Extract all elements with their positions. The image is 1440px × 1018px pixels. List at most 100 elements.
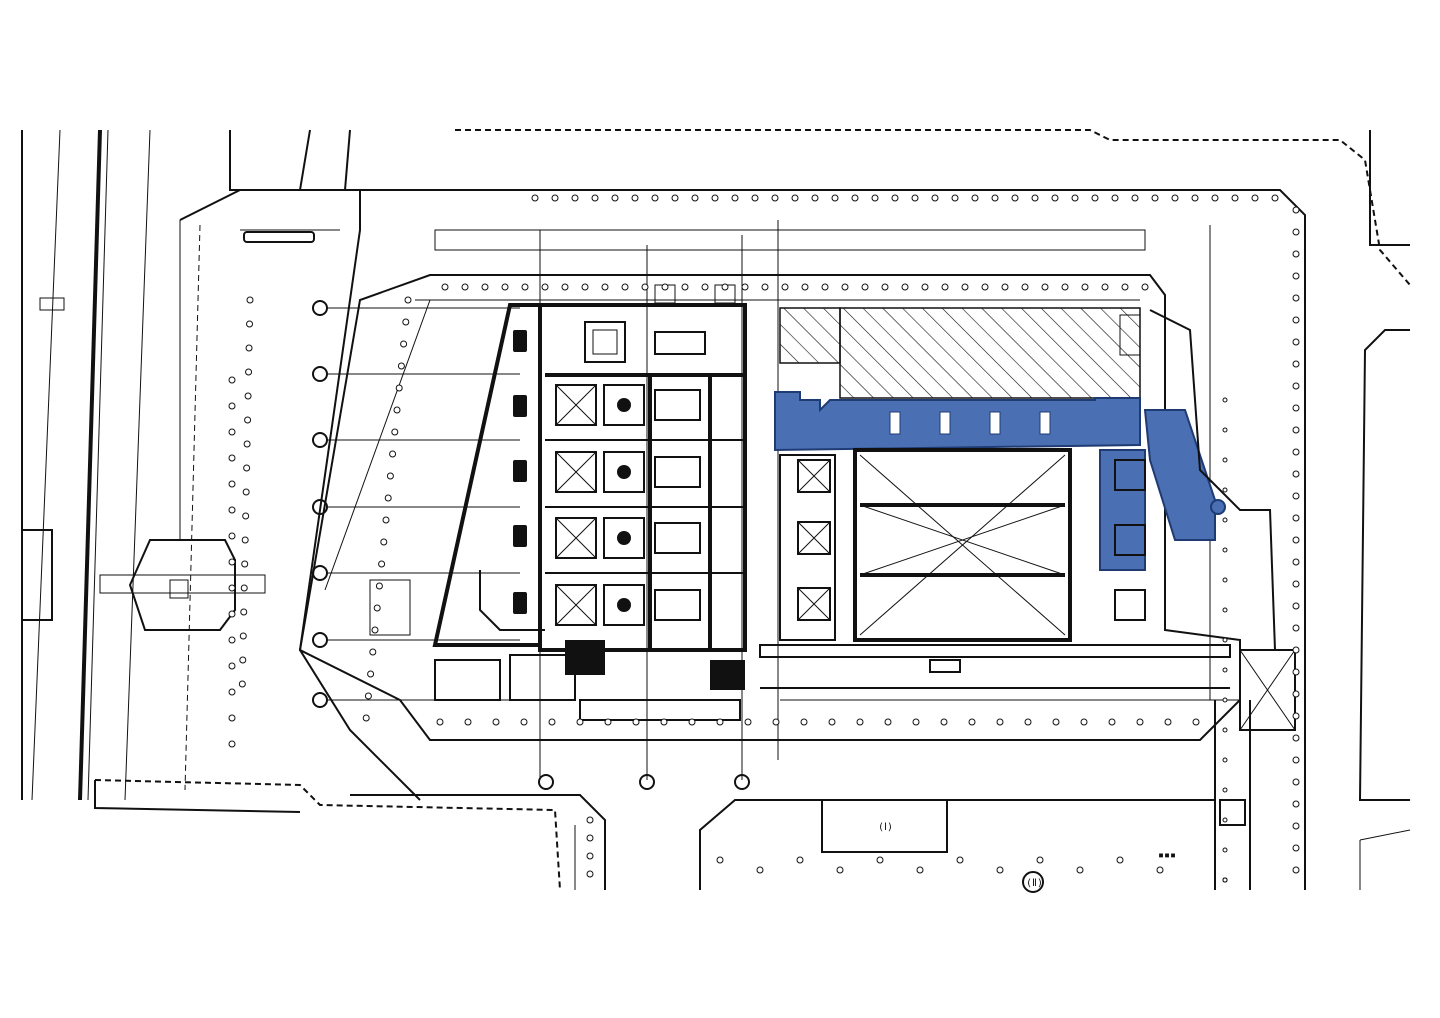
tree-symbol-icon — [941, 283, 949, 291]
tree-symbol-icon — [912, 718, 920, 726]
tree-symbol-icon — [1292, 536, 1300, 544]
tree-symbol-icon — [811, 194, 819, 202]
grid-bubble-icon — [312, 499, 520, 515]
tree-symbol-icon — [391, 428, 399, 436]
equipment-box-icon — [584, 321, 706, 363]
tree-symbol-icon — [871, 194, 879, 202]
tree-symbol-icon — [1081, 283, 1089, 291]
tree-symbol-icon — [831, 194, 839, 202]
tree-symbol-icon — [228, 688, 236, 696]
left-road-corridor — [21, 129, 151, 801]
tree-symbol-icon — [1222, 637, 1228, 643]
tree-symbols — [228, 194, 1300, 883]
tree-symbol-icon — [821, 283, 829, 291]
tree-symbol-icon — [1211, 194, 1219, 202]
tree-symbol-icon — [382, 516, 390, 524]
tree-symbol-icon — [531, 194, 539, 202]
tree-symbol-icon — [571, 194, 579, 202]
tree-symbol-icon — [1164, 718, 1172, 726]
tree-symbol-icon — [243, 464, 251, 472]
tree-symbol-icon — [861, 283, 869, 291]
tree-symbol-icon — [240, 608, 248, 616]
tree-symbol-icon — [243, 440, 251, 448]
tree-symbol-icon — [228, 558, 236, 566]
tree-symbol-icon — [244, 416, 252, 424]
tree-symbol-icon — [796, 856, 804, 864]
tree-symbol-icon — [228, 610, 236, 618]
tree-symbol-icon — [721, 283, 729, 291]
tree-symbol-icon — [1271, 194, 1279, 202]
tree-symbol-icon — [1292, 294, 1300, 302]
tree-symbol-icon — [1222, 427, 1228, 433]
grid-bubble-icon — [312, 432, 520, 448]
tree-symbol-icon — [1292, 580, 1300, 588]
tree-symbol-icon — [1292, 228, 1300, 236]
tree-symbol-icon — [369, 648, 377, 656]
tree-symbol-icon — [380, 538, 388, 546]
tree-symbol-icon — [364, 692, 372, 700]
tree-symbol-icon — [884, 718, 892, 726]
right-equipment-rows — [1114, 309, 1276, 651]
tree-symbol-icon — [228, 402, 236, 410]
right-roadway — [1358, 329, 1411, 890]
tree-symbol-icon — [631, 194, 639, 202]
tree-symbol-icon — [1116, 856, 1124, 864]
tree-symbol-icon — [228, 584, 236, 592]
tree-symbol-icon — [901, 283, 909, 291]
tree-symbol-icon — [1292, 206, 1300, 214]
tree-symbol-icon — [244, 392, 252, 400]
tree-symbol-icon — [741, 283, 749, 291]
equipment-box-icon — [555, 384, 645, 426]
tree-symbol-icon — [1076, 866, 1084, 874]
tree-symbol-icon — [1222, 487, 1228, 493]
tree-symbol-icon — [1292, 250, 1300, 258]
tree-symbol-icon — [228, 428, 236, 436]
tree-symbol-icon — [378, 560, 386, 568]
tree-symbol-icon — [1131, 194, 1139, 202]
tree-symbol-icon — [876, 856, 884, 864]
tree-symbol-icon — [968, 718, 976, 726]
tree-symbol-icon — [661, 283, 669, 291]
tree-symbol-icon — [881, 283, 889, 291]
tree-symbol-icon — [384, 494, 392, 502]
tree-symbol-icon — [436, 718, 444, 726]
tree-symbol-icon — [1091, 194, 1099, 202]
hatched-block — [779, 307, 1141, 399]
tree-symbol-icon — [246, 320, 254, 328]
tree-symbol-icon — [971, 194, 979, 202]
tree-symbol-icon — [1292, 404, 1300, 412]
tree-symbol-icon — [228, 636, 236, 644]
tree-symbol-icon — [1292, 426, 1300, 434]
tree-symbol-icon — [651, 194, 659, 202]
tree-symbol-icon — [246, 296, 254, 304]
grid-bubble-icon — [312, 632, 520, 648]
tree-symbol-icon — [1061, 283, 1069, 291]
tree-symbol-icon — [1156, 866, 1164, 874]
tree-symbol-icon — [841, 283, 849, 291]
tree-symbol-icon — [1222, 547, 1228, 553]
tree-symbol-icon — [1121, 283, 1129, 291]
tree-symbol-icon — [791, 194, 799, 202]
tree-symbol-icon — [362, 714, 370, 722]
tree-symbol-icon — [604, 718, 612, 726]
tree-symbol-icon — [1292, 646, 1300, 654]
tree-symbol-icon — [1222, 817, 1228, 823]
tree-symbol-icon — [228, 480, 236, 488]
tree-symbol-icon — [441, 283, 449, 291]
tree-symbol-icon — [242, 488, 250, 496]
tree-symbol-icon — [671, 194, 679, 202]
tree-symbol-icon — [238, 680, 246, 688]
tree-symbol-icon — [1052, 718, 1060, 726]
tree-symbol-icon — [541, 283, 549, 291]
grid-bubbles — [312, 300, 750, 790]
tree-symbol-icon — [239, 632, 247, 640]
tree-symbol-icon — [1021, 283, 1029, 291]
tree-symbol-icon — [241, 560, 249, 568]
tree-symbol-icon — [632, 718, 640, 726]
tree-symbol-icon — [1222, 667, 1228, 673]
tree-symbol-icon — [393, 406, 401, 414]
tree-symbol-icon — [1222, 577, 1228, 583]
tree-symbol-icon — [761, 283, 769, 291]
pipe-rack — [759, 644, 1296, 890]
tree-symbol-icon — [1292, 756, 1300, 764]
